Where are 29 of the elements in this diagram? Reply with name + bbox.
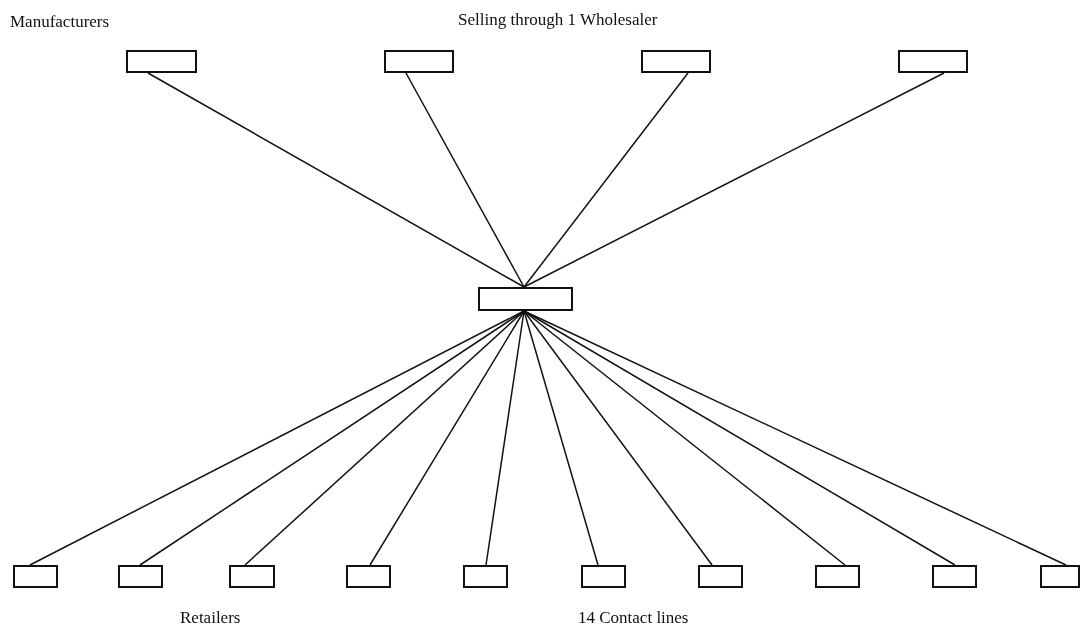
connector-line	[244, 310, 525, 566]
connector-line	[523, 72, 945, 288]
empty-box	[463, 565, 508, 588]
connector-line	[523, 310, 599, 566]
connector-line	[523, 310, 713, 566]
empty-box	[13, 565, 58, 588]
empty-box	[384, 50, 454, 73]
empty-box	[581, 565, 626, 588]
text-label: 14 Contact lines	[578, 608, 689, 628]
connector-line	[523, 72, 689, 288]
empty-box	[229, 565, 275, 588]
empty-box	[346, 565, 391, 588]
empty-box	[118, 565, 163, 588]
empty-box	[815, 565, 860, 588]
empty-box	[1040, 565, 1080, 588]
empty-box	[641, 50, 711, 73]
text-label: Retailers	[180, 608, 241, 628]
connector-line	[405, 72, 525, 288]
empty-box	[898, 50, 968, 73]
connector-line	[369, 310, 525, 566]
empty-box	[478, 287, 573, 311]
empty-box	[126, 50, 197, 73]
connector-line	[485, 310, 525, 566]
empty-box	[698, 565, 743, 588]
connector-line	[523, 310, 846, 566]
connector-line	[147, 72, 525, 288]
empty-box	[932, 565, 977, 588]
text-label: Manufacturers	[10, 12, 110, 32]
text-label: Selling through 1 Wholesaler	[458, 10, 658, 30]
